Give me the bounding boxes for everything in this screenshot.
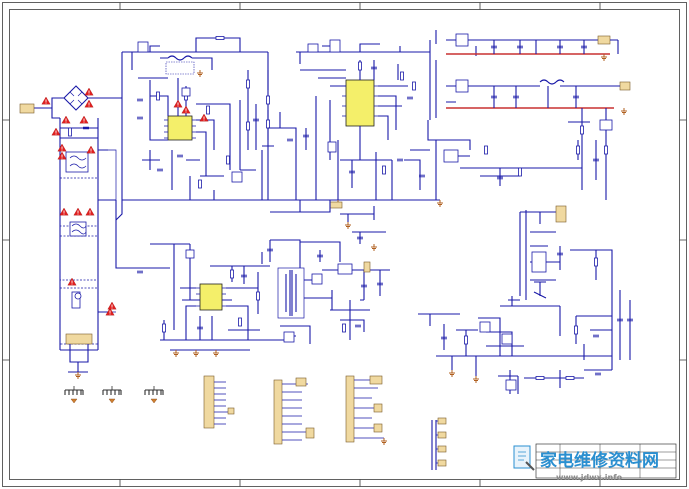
emi-filter-box xyxy=(59,177,99,227)
sense-connector xyxy=(329,201,343,209)
varistor xyxy=(71,291,81,309)
standby-optocoupler xyxy=(283,331,295,343)
wrench-document-icon xyxy=(513,445,535,471)
main-pwm-section xyxy=(296,39,444,209)
heatsink-icon xyxy=(102,385,122,404)
connector-area xyxy=(203,375,447,470)
ac-input-section xyxy=(19,85,122,379)
inverter-transformer xyxy=(531,251,547,273)
inverter-section xyxy=(418,205,634,394)
watermark-cn-text: 家电维修资料网 xyxy=(540,450,659,471)
output-rectifier-1 xyxy=(455,33,469,47)
warning-triangle-icon xyxy=(57,143,67,153)
warning-triangle-icon xyxy=(51,127,61,137)
connector-cn2 xyxy=(273,379,283,445)
standby-section xyxy=(115,206,390,357)
warning-triangle-icon xyxy=(61,115,71,125)
warning-triangle-icon xyxy=(199,113,209,123)
watermark: 家电维修资料网 www.jdwx.info xyxy=(513,445,659,482)
mains-inlet xyxy=(65,333,93,345)
emi-choke-1 xyxy=(65,151,89,173)
standby-transformer xyxy=(277,267,305,319)
warning-triangle-icon xyxy=(41,96,51,106)
output-terminal-1 xyxy=(597,35,611,45)
heatsinks xyxy=(64,385,164,404)
output-choke xyxy=(539,79,565,85)
pwm-controller-ic xyxy=(345,79,375,127)
fuse-box xyxy=(59,235,99,281)
pfc-choke xyxy=(167,55,193,61)
connector-cn1 xyxy=(203,375,215,429)
warning-triangle-icon xyxy=(67,277,77,287)
warning-triangle-icon xyxy=(173,99,183,109)
heatsink-icon xyxy=(144,385,164,404)
bridge-rectifier xyxy=(63,85,89,111)
optocoupler xyxy=(443,149,459,163)
emi-choke-2 xyxy=(69,221,87,237)
warning-triangle-icon xyxy=(107,301,117,311)
backlight-connector xyxy=(555,205,567,223)
secondary-output-section xyxy=(427,30,631,200)
warning-triangle-icon xyxy=(79,115,89,125)
warning-triangle-icon xyxy=(84,87,94,97)
output-terminal-2 xyxy=(619,81,631,91)
warning-triangle-icon xyxy=(85,207,95,217)
warning-triangle-icon xyxy=(59,207,69,217)
connector-cn3 xyxy=(345,375,355,443)
title-block xyxy=(535,443,677,479)
watermark-url-text: www.jdwx.info xyxy=(556,473,623,482)
thermistor xyxy=(74,292,82,300)
warning-triangle-icon xyxy=(73,207,83,217)
terminal-group xyxy=(431,417,447,470)
output-rectifier-2 xyxy=(455,79,469,93)
warning-triangle-icon xyxy=(181,105,191,115)
warning-triangle-icon xyxy=(57,151,67,161)
standby-output-terminal xyxy=(363,261,371,273)
pfc-section xyxy=(121,36,440,201)
warning-triangle-icon xyxy=(84,99,94,109)
standby-controller-ic xyxy=(199,283,223,311)
heatsink-icon xyxy=(64,385,84,404)
inner-border xyxy=(9,9,680,480)
ac-input-connector xyxy=(19,103,35,114)
pfc-controller-ic xyxy=(167,115,193,141)
warning-triangle-icon xyxy=(86,145,96,155)
